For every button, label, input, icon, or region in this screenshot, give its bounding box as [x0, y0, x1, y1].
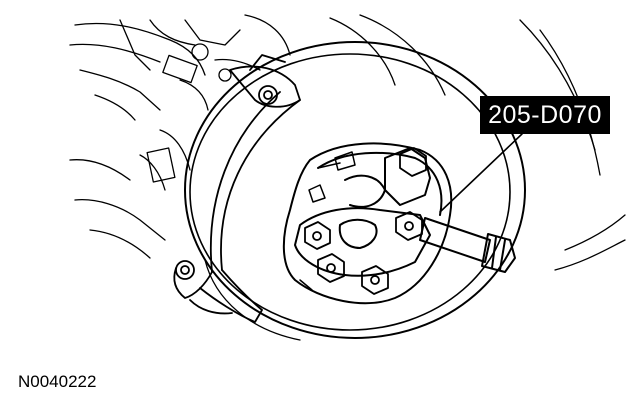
puller-tool: [294, 147, 431, 277]
wheel-studs: [299, 151, 356, 291]
forcing-screw: [419, 217, 516, 273]
callout-leader-line: [439, 133, 523, 213]
figure-id: N0040222: [18, 372, 97, 391]
caliper-bracket: [173, 54, 301, 323]
hub-flange: [282, 142, 453, 305]
brake-rotor: [184, 41, 526, 341]
tool-number-callout: 205-D070: [480, 96, 610, 134]
